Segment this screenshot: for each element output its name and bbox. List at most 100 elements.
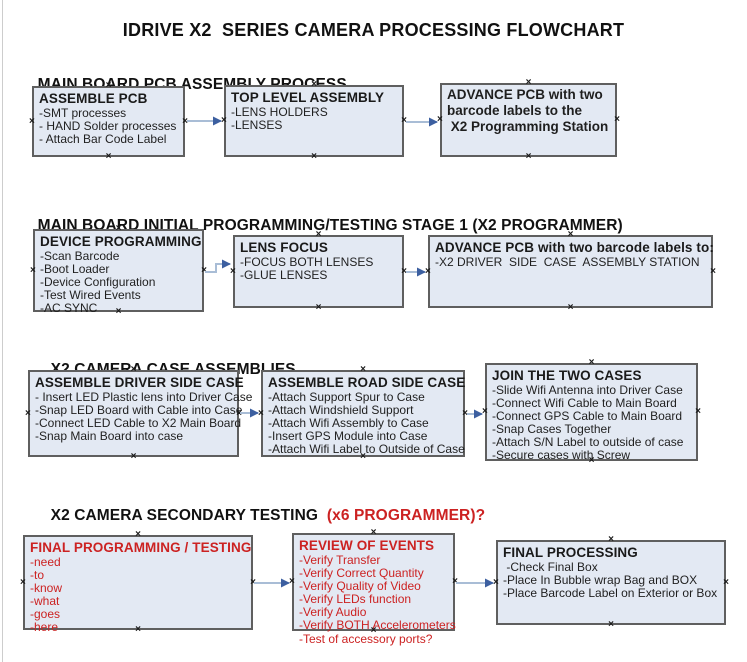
box-item: -Verify Quality of Video: [299, 579, 421, 594]
connection-point-marker: ×: [250, 576, 256, 588]
box-item: -Scan Barcode: [40, 249, 120, 263]
box-items: -Scan Barcode-Boot Loader-Device Configu…: [40, 249, 197, 316]
section-heading-text: X2 CAMERA SECONDARY TESTING: [50, 507, 327, 524]
box-title: FINAL PROCESSING: [503, 545, 638, 560]
connection-point-marker: ×: [130, 451, 137, 462]
box-items: -Slide Wifi Antenna into Driver Case-Con…: [492, 383, 691, 463]
box-item: - Attach Bar Code Label: [39, 132, 167, 147]
connection-point-marker: ×: [315, 302, 322, 313]
box-item: -Snap Cases Together: [492, 422, 612, 437]
box-item: -LENS HOLDERS: [231, 105, 328, 119]
connection-point-marker: ×: [425, 265, 431, 277]
box-items: -SMT processes- HAND Solder processes- A…: [39, 106, 178, 147]
node-final-programming-testing: FINAL PROGRAMMING / TESTING-need-to-know…: [20, 530, 256, 635]
canvas-edge-line: [2, 0, 3, 662]
box-item: -Place In Bubble wrap Bag and BOX: [503, 573, 698, 588]
box-item: -Boot Loader: [40, 262, 110, 277]
box-items: -Attach Support Spur to Case-Attach Wind…: [268, 390, 465, 457]
box-item: -Test of accessory ports?: [299, 631, 433, 646]
section-heading-secondary-testing: X2 CAMERA SECONDARY TESTING (x6 PROGRAMM…: [33, 489, 485, 543]
box-item: -Insert GPS Module into Case: [268, 429, 428, 444]
connection-point-marker: ×: [311, 151, 317, 162]
connection-point-marker: ×: [401, 115, 407, 126]
box-item: -FOCUS BOTH LENSES: [240, 255, 374, 269]
node-device-programming: DEVICE PROGRAMMING-Scan Barcode-Boot Loa…: [30, 224, 207, 317]
box-items: -FOCUS BOTH LENSES-GLUE LENSES: [240, 255, 397, 283]
box-title: JOIN THE TWO CASES: [492, 368, 642, 383]
box-items: -X2 DRIVER SIDE CASE ASSEMBLY STATION: [435, 255, 706, 269]
box-item: -Connect LED Cable to X2 Main Board: [35, 416, 242, 431]
connection-point-marker: ×: [230, 265, 236, 277]
box-title: ASSEMBLE PCB: [39, 91, 148, 106]
box-item: -Attach Wifi Label to Outside of Case: [268, 442, 465, 457]
connection-point-marker: ×: [401, 265, 407, 277]
node-final-processing: FINAL PROCESSING -Check Final Box-Place …: [493, 535, 729, 630]
connection-point-marker: ×: [710, 265, 716, 277]
connection-point-marker: ×: [695, 406, 701, 417]
connection-point-marker: ×: [462, 407, 468, 419]
box-item: -Connect Wifi Cable to Main Board: [492, 396, 677, 411]
box-title: ASSEMBLE ROAD SIDE CASE: [268, 375, 466, 390]
box-items: - Insert LED Plastic lens into Driver Ca…: [35, 390, 253, 444]
node-assemble-pcb: ASSEMBLE PCB-SMT processes- HAND Solder …: [29, 81, 188, 162]
box-item: -Test Wired Events: [40, 288, 141, 303]
box-item: - HAND Solder processes: [39, 119, 177, 134]
connection-point-marker: ×: [608, 534, 614, 545]
box-item: -Place Barcode Label on Exterior or Box: [503, 586, 718, 601]
connection-point-marker: ×: [289, 576, 295, 587]
connection-point-marker: ×: [20, 576, 26, 588]
box-title: FINAL PROGRAMMING / TESTING: [30, 540, 252, 555]
connection-point-marker: ×: [452, 576, 458, 587]
box-item: -GLUE LENSES: [240, 268, 328, 283]
box-item: -SMT processes: [39, 106, 127, 120]
box-item: -Slide Wifi Antenna into Driver Case: [492, 383, 683, 397]
box-item: -what: [30, 594, 60, 609]
box-item: -Attach S/N Label to outside of case: [492, 435, 684, 450]
connection-point-marker: ×: [105, 151, 112, 162]
box-item: -Attach Wifi Assembly to Case: [268, 416, 429, 431]
connection-point-marker: ×: [567, 302, 574, 313]
connection-point-marker: ×: [182, 115, 188, 127]
box-item: -Secure cases with Screw: [492, 448, 631, 463]
connection-point-marker: ×: [525, 77, 532, 88]
box-item: barcode labels to the: [447, 103, 583, 118]
connection-point-marker: ×: [588, 357, 595, 368]
box-item: -to: [30, 568, 45, 583]
box-item: - Insert LED Plastic lens into Driver Ca…: [35, 390, 253, 404]
box-title: TOP LEVEL ASSEMBLY: [231, 90, 385, 105]
flow-arrow: [205, 259, 231, 273]
connection-point-marker: ×: [437, 114, 443, 125]
box-item: -Verify Audio: [299, 605, 367, 620]
connection-point-marker: ×: [25, 407, 31, 419]
box-item: -Verify LEDs function: [299, 592, 412, 607]
box-items: -Check Final Box-Place In Bubble wrap Ba…: [503, 560, 719, 601]
connection-point-marker: ×: [723, 576, 729, 588]
node-top-level-assembly: TOP LEVEL ASSEMBLY-LENS HOLDERS-LENSES××…: [221, 80, 407, 162]
box-item: -Check Final Box: [503, 560, 598, 574]
box-item: -Connect GPS Cable to Main Board: [492, 409, 683, 424]
box-item: -Device Configuration: [40, 275, 156, 290]
connection-point-marker: ×: [493, 576, 499, 588]
box-item: -Snap LED Board with Cable into Case: [35, 403, 243, 418]
box-title: LENS FOCUS: [240, 240, 329, 255]
connection-point-marker: ×: [482, 406, 488, 417]
box-item: -AC SYNC: [40, 301, 98, 316]
box-title: ASSEMBLE DRIVER SIDE CASE: [35, 375, 244, 390]
node-join-the-two-cases: JOIN THE TWO CASES-Slide Wifi Antenna in…: [482, 358, 701, 466]
connection-point-marker: ×: [221, 115, 227, 126]
box-item: -Attach Support Spur to Case: [268, 390, 425, 404]
connection-point-marker: ×: [201, 264, 207, 276]
node-assemble-road-side-case: ASSEMBLE ROAD SIDE CASE-Attach Support S…: [258, 365, 468, 462]
connection-point-marker: ×: [29, 115, 35, 127]
box-items: -Verify Transfer-Verify Correct Quantity…: [299, 553, 456, 646]
node-assemble-driver-side-case: ASSEMBLE DRIVER SIDE CASE- Insert LED Pl…: [25, 365, 253, 462]
box-item: -Verify Correct Quantity: [299, 566, 424, 581]
connection-point-marker: ×: [608, 619, 614, 630]
box-item: -Verify BOTH Accelerometers: [299, 618, 456, 633]
box-items: -need-to-know-what-goes-here: [30, 555, 246, 635]
box-title: ADVANCE PCB with two barcode labels to:: [435, 240, 714, 255]
connection-point-marker: ×: [614, 114, 620, 125]
box-item: -Snap Main Board into case: [35, 429, 184, 444]
box-item: -X2 DRIVER SIDE CASE ASSEMBLY STATION: [435, 255, 700, 269]
box-title: REVIEW OF EVENTS: [299, 538, 435, 553]
